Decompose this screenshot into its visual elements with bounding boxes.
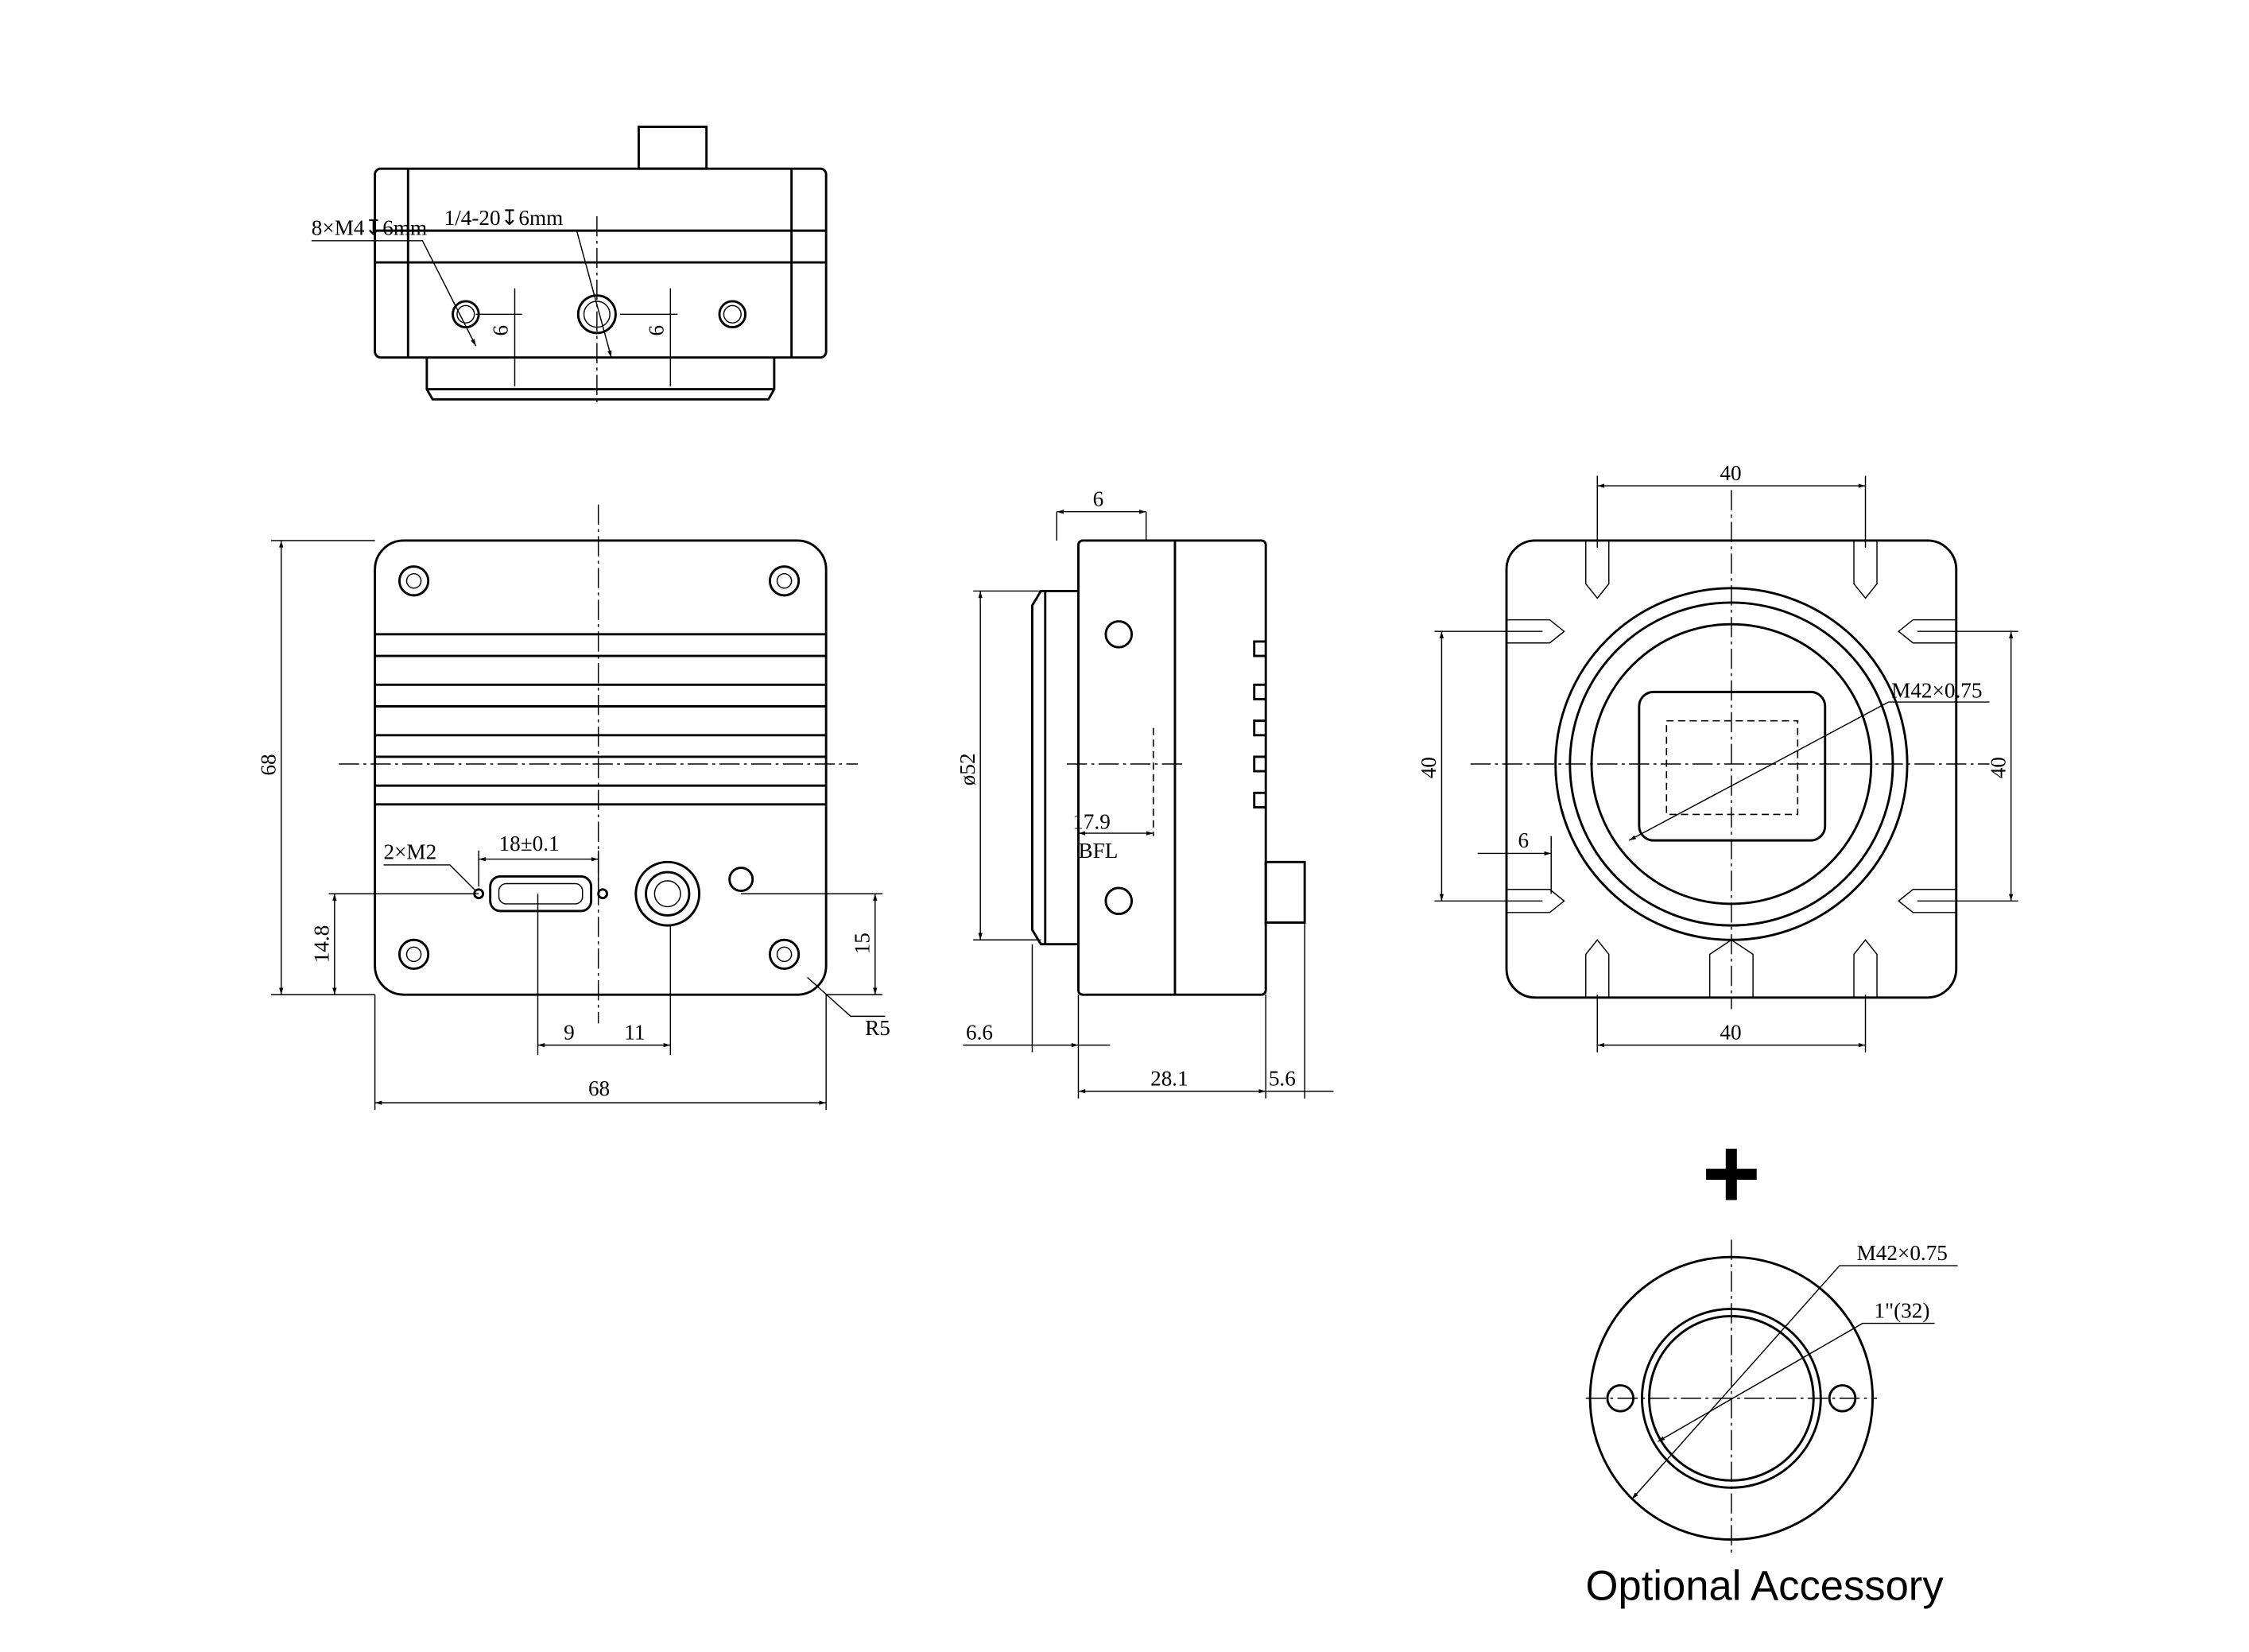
top-dim-6a: 6 <box>488 325 512 336</box>
diameter-label: ø52 <box>956 753 979 785</box>
accessory-size: 1"(32) <box>1874 1298 1929 1322</box>
top-40: 40 <box>1720 461 1741 485</box>
thread-label: M42×0.75 <box>1891 679 1982 703</box>
front-height: 68 <box>256 754 280 775</box>
bfl-value: 17.9 <box>1072 810 1111 834</box>
side-top-6: 6 <box>1093 487 1104 510</box>
lens-mount-view: 40 40 40 40 6 M42×0.75 <box>1417 461 2018 1053</box>
io-connector-icon <box>634 860 701 927</box>
top-view: 6 6 8×M4↧6mm 1/4-20↧6mm <box>312 126 828 404</box>
usb-port-icon <box>489 875 593 913</box>
bottom-40: 40 <box>1720 1020 1741 1044</box>
usb-callout: 2×M2 <box>383 840 436 864</box>
dim-9: 9 <box>564 1020 575 1044</box>
usb-spacing: 18±0.1 <box>499 832 560 855</box>
dim-15: 15 <box>851 933 874 954</box>
bfl-label: BFL <box>1078 839 1118 863</box>
screw-icons <box>397 565 801 970</box>
accessory-thread: M42×0.75 <box>1857 1241 1948 1265</box>
side-view: 6 ø52 17.9 BFL 6.6 28.1 5.6 <box>956 487 1334 1099</box>
hole-callout: 8×M4↧6mm <box>312 216 427 240</box>
radius-label: R5 <box>865 1016 890 1040</box>
dim-28-1: 28.1 <box>1150 1066 1188 1090</box>
tripod-callout: 1/4-20↧6mm <box>444 206 564 230</box>
front-view: 68 68 14.8 15 9 11 18±0.1 2×M2 R5 <box>256 504 890 1111</box>
dim-14-8: 14.8 <box>310 925 334 964</box>
top-dim-6b: 6 <box>644 325 668 336</box>
optional-accessory: + M42×0.75 1"(32) Optional Accessory <box>1586 1117 1958 1610</box>
right-40: 40 <box>1986 757 2010 778</box>
left-40: 40 <box>1417 757 1441 778</box>
dim-6: 6 <box>1518 828 1530 852</box>
plus-icon: + <box>1702 1117 1761 1230</box>
dim-11: 11 <box>624 1020 645 1044</box>
front-width: 68 <box>588 1076 610 1100</box>
dim-5-6: 5.6 <box>1269 1066 1296 1090</box>
dim-6-6: 6.6 <box>966 1020 993 1044</box>
accessory-caption: Optional Accessory <box>1586 1563 1945 1610</box>
